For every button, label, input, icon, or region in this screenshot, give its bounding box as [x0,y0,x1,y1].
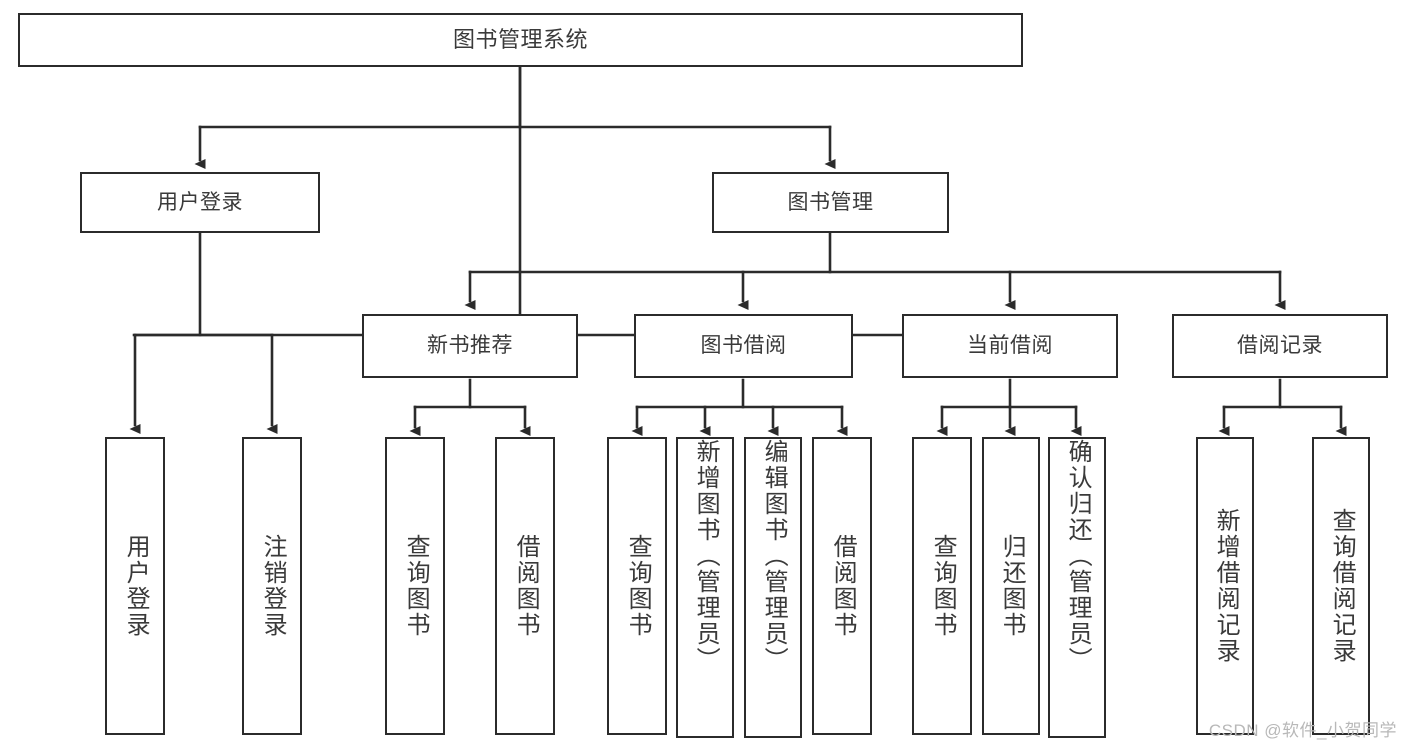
node-user-login-label: 用户登录 [157,190,243,214]
node-book-management-label: 图书管理 [787,190,874,214]
node-book-management[interactable]: 图书管理 [712,172,949,233]
leaf-newbook-query-book[interactable]: 查询图书 [385,437,445,735]
leaf-newbook-borrow-book[interactable]: 借阅图书 [495,437,555,735]
node-current-borrow-label: 当前借阅 [967,334,1053,358]
leaf-borrow-edit-book-admin-label: 编辑图书（管理员） [760,439,788,673]
leaf-record-add-record-label: 新增借阅记录 [1212,508,1240,664]
node-book-borrow[interactable]: 图书借阅 [634,314,853,378]
leaf-record-query-record[interactable]: 查询借阅记录 [1312,437,1370,735]
leaf-newbook-borrow-book-label: 借阅图书 [512,534,540,638]
node-root-system-label: 图书管理系统 [452,26,588,52]
node-new-book-recommend[interactable]: 新书推荐 [362,314,578,378]
leaf-current-query-book-label: 查询图书 [929,534,957,638]
leaf-borrow-edit-book-admin[interactable]: 编辑图书（管理员） [744,437,802,738]
leaf-borrow-borrow-book-label: 借阅图书 [829,534,857,638]
leaf-borrow-add-book-admin-label: 新增图书（管理员） [692,439,720,673]
leaf-user-login-logout[interactable]: 注销登录 [242,437,302,735]
leaf-current-confirm-return-admin-label: 确认归还（管理员） [1064,439,1092,673]
leaf-newbook-query-book-label: 查询图书 [402,534,430,638]
node-new-book-recommend-label: 新书推荐 [427,334,513,358]
leaf-user-login-login-label: 用户登录 [122,534,150,638]
csdn-watermark: CSDN @软件_小贺同学 [1208,721,1397,740]
leaf-user-login-login[interactable]: 用户登录 [105,437,165,735]
leaf-current-query-book[interactable]: 查询图书 [912,437,972,735]
leaf-current-confirm-return-admin[interactable]: 确认归还（管理员） [1048,437,1106,738]
leaf-current-return-book[interactable]: 归还图书 [982,437,1040,735]
leaf-current-return-book-label: 归还图书 [998,534,1026,638]
leaf-user-login-logout-label: 注销登录 [259,534,287,638]
leaf-borrow-add-book-admin[interactable]: 新增图书（管理员） [676,437,734,738]
node-borrow-record[interactable]: 借阅记录 [1172,314,1388,378]
node-current-borrow[interactable]: 当前借阅 [902,314,1118,378]
leaf-borrow-borrow-book[interactable]: 借阅图书 [812,437,872,735]
node-book-borrow-label: 图书借阅 [700,334,787,358]
node-borrow-record-label: 借阅记录 [1237,334,1323,358]
node-user-login[interactable]: 用户登录 [80,172,320,233]
leaf-record-query-record-label: 查询借阅记录 [1328,508,1356,664]
node-root-system[interactable]: 图书管理系统 [18,13,1023,67]
leaf-record-add-record[interactable]: 新增借阅记录 [1196,437,1254,735]
leaf-borrow-query-book-label: 查询图书 [624,534,652,638]
leaf-borrow-query-book[interactable]: 查询图书 [607,437,667,735]
